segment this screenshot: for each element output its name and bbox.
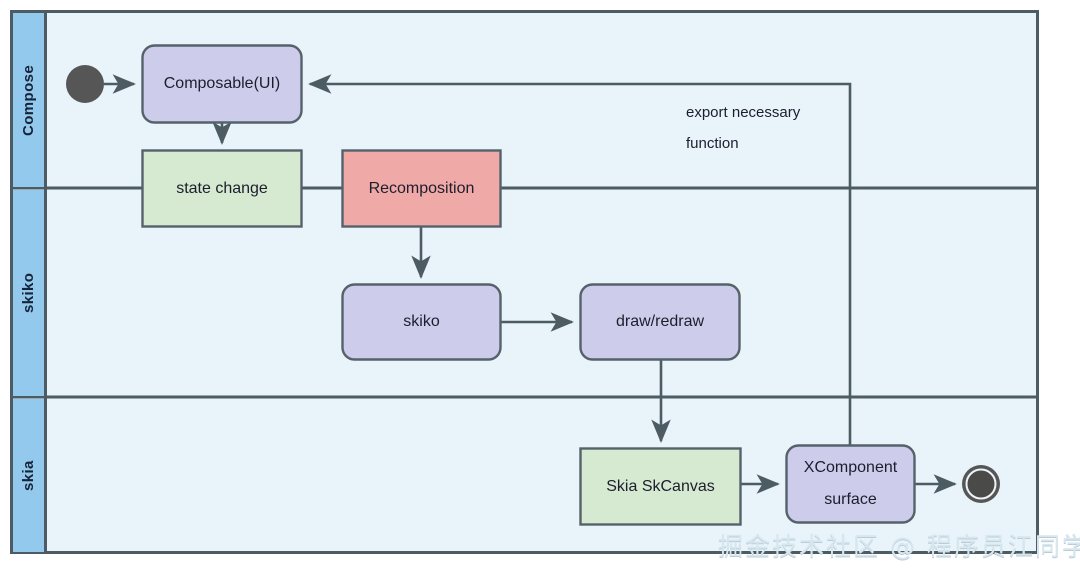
lane-label-skia: skia	[20, 460, 37, 491]
node-state-change[interactable]	[141, 149, 303, 228]
node-recomposition[interactable]	[341, 149, 502, 228]
edge-xcomponent-to-composable	[308, 74, 852, 445]
start-terminal-node[interactable]	[66, 65, 104, 103]
edge-label-export-necessary-function: export necessary function	[686, 104, 801, 152]
lane-header-cells	[13, 13, 44, 552]
lane-label-compose: Compose	[20, 64, 37, 136]
end-terminal-node[interactable]	[962, 465, 1000, 503]
node-draw-redraw[interactable]	[579, 283, 741, 361]
node-composable-ui[interactable]	[141, 44, 303, 124]
node-skia-skcanvas[interactable]	[579, 447, 742, 526]
lane-label-skiko: skiko	[20, 272, 37, 314]
watermark-text: 掘金技术社区 @ 程序员江同学	[718, 532, 1080, 561]
node-xcomponent-surface[interactable]	[785, 444, 916, 524]
node-skiko[interactable]	[341, 283, 502, 361]
